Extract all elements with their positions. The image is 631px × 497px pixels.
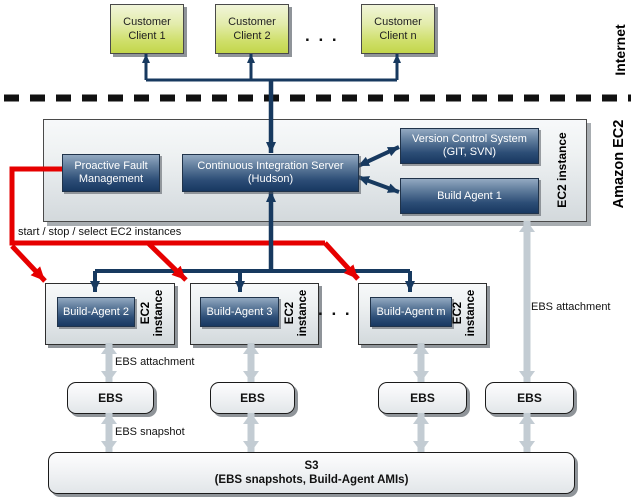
ebs-label: EBS bbox=[410, 391, 435, 405]
ba3-instance-label: EC2 instance bbox=[283, 285, 311, 341]
instance-line1: EC2 bbox=[452, 301, 464, 325]
s3-subtitle: (EBS snapshots, Build-Agent AMIs) bbox=[214, 474, 409, 486]
customer-client-2-box: Customer Client 2 bbox=[215, 4, 289, 54]
build-agent-3-box: Build-Agent 3 bbox=[200, 297, 279, 327]
instance-line2: instance bbox=[465, 289, 477, 337]
build-agent-1-box: Build Agent 1 bbox=[400, 178, 539, 214]
instance-line2: instance bbox=[297, 289, 309, 337]
build-agent-m-box: Build-Agent m bbox=[370, 297, 452, 327]
customer-client-1-box: Customer Client 1 bbox=[110, 4, 184, 54]
amazon-ec2-zone-label: Amazon EC2 bbox=[611, 119, 627, 209]
ebs-label: EBS bbox=[240, 391, 265, 405]
red-start-stop-arrows bbox=[10, 241, 360, 283]
ebs-box-3: EBS bbox=[378, 382, 467, 414]
customer-client-n-box: Customer Client n bbox=[361, 4, 435, 54]
ebs-label: EBS bbox=[517, 391, 542, 405]
bam-instance-label: EC2 instance bbox=[451, 285, 479, 341]
ebs-box-4: EBS bbox=[485, 382, 574, 414]
proactive-fault-management-box: Proactive Fault Management bbox=[62, 154, 160, 192]
ebs-attachment-left-label: EBS attachment bbox=[115, 356, 195, 368]
build-agent-2-box: Build-Agent 2 bbox=[57, 297, 135, 327]
ebs-attachment-right-label: EBS attachment bbox=[531, 301, 611, 313]
s3-title: S3 bbox=[304, 460, 319, 472]
internet-zone-label: Internet bbox=[612, 24, 628, 76]
instance-line2: instance bbox=[153, 289, 165, 337]
ebs-box-1: EBS bbox=[67, 382, 154, 414]
s3-box: S3 (EBS snapshots, Build-Agent AMIs) bbox=[48, 452, 575, 494]
ec2-main-instance-label: EC2 instance bbox=[555, 132, 569, 208]
ba2-instance-label: EC2 instance bbox=[139, 285, 167, 341]
ebs-box-2: EBS bbox=[210, 382, 295, 414]
ebs-label: EBS bbox=[98, 391, 123, 405]
ebs-snapshot-label: EBS snapshot bbox=[115, 426, 185, 438]
agents-ellipsis: . . . bbox=[318, 300, 352, 319]
ci-server-box: Continuous Integration Server (Hudson) bbox=[182, 154, 359, 192]
clients-ellipsis: . . . bbox=[305, 26, 339, 45]
client-connectors bbox=[142, 54, 401, 82]
version-control-box: Version Control System (GIT, SVN) bbox=[400, 128, 539, 164]
red-annotation-text: start / stop / select EC2 instances bbox=[18, 226, 182, 238]
instance-line1: EC2 bbox=[140, 301, 152, 325]
instance-line1: EC2 bbox=[284, 301, 296, 325]
